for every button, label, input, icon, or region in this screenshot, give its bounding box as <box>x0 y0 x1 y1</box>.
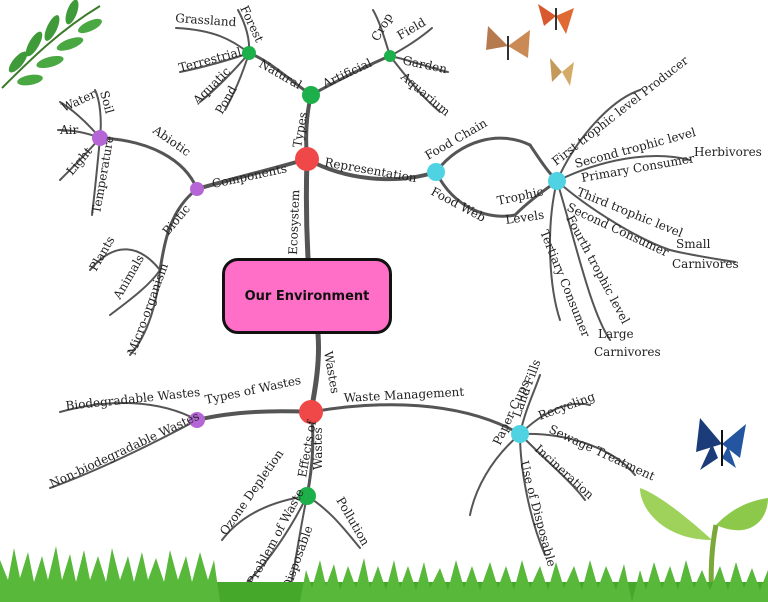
hub-bottom-red <box>299 400 323 424</box>
node-effects-green <box>298 487 316 505</box>
label-grassland: Grassland <box>175 11 237 29</box>
node-trophic-cyan <box>548 172 566 190</box>
label-use-of-disposable: Use of Disposable <box>517 459 559 568</box>
label-representation: Representation <box>323 155 418 185</box>
label-herbivores: Herbivores <box>694 145 762 159</box>
label-large: Large <box>598 327 634 341</box>
label-field: Field <box>395 15 429 43</box>
label-food-chain: Food Chain <box>423 116 490 163</box>
butterfly-tan <box>550 58 574 86</box>
label-artificial: Artificial <box>319 56 374 91</box>
node-foodchain-cyan <box>427 163 445 181</box>
center-node-our-environment: Our Environment <box>222 258 392 334</box>
label-carnivores-large: Carnivores <box>594 345 661 359</box>
label-trophic: Trophic <box>496 184 545 208</box>
butterfly-orange <box>538 4 574 34</box>
label-small: Small <box>676 237 711 251</box>
label-recycling: Recycling <box>536 389 597 423</box>
label-natural: Natural <box>257 56 305 92</box>
node-artificial-green <box>384 50 396 62</box>
node-natural-green <box>242 46 256 60</box>
butterfly-brown-1 <box>486 26 530 60</box>
label-biodegradable: Biodegradable Wastes <box>65 385 201 413</box>
label-types-of-wastes: Types of Wastes <box>204 373 302 407</box>
hub-top-red <box>295 147 319 171</box>
label-food-web: Food Web <box>429 184 489 225</box>
label-ecosystem: Ecosystem <box>286 189 302 255</box>
node-types-green <box>302 86 320 104</box>
label-components: Components <box>211 161 288 191</box>
label-forest: Forest <box>237 3 266 44</box>
label-aquarium: Aquarium <box>397 69 453 119</box>
label-abiotic: Abiotic <box>149 122 193 159</box>
node-components-purple <box>190 182 204 196</box>
nodes <box>92 46 566 505</box>
label-animals: Animals <box>110 252 147 302</box>
grass-decoration <box>0 546 768 602</box>
node-abiotic-purple <box>92 130 108 146</box>
label-air: Air <box>59 123 79 137</box>
label-wastes-top: Wastes <box>321 350 342 394</box>
label-water: Water <box>59 87 98 115</box>
label-soil: Soil <box>97 89 117 115</box>
label-biotic: Biotic <box>160 202 194 238</box>
node-waste-mgmt-cyan <box>511 425 529 443</box>
label-carnivores-small: Carnivores <box>672 257 739 271</box>
butterfly-blue <box>696 418 746 470</box>
label-waste-management: Waste Management <box>343 385 464 405</box>
label-non-biodegradable: Non-biodegradable Wastes <box>47 409 201 491</box>
node-types-wastes-purple <box>189 412 205 428</box>
label-plants: Plants <box>86 234 117 274</box>
label-crop: Crop <box>368 10 395 43</box>
label-wastes-bottom: Wastes <box>311 427 325 470</box>
leaf-decoration <box>1 0 102 89</box>
center-title: Our Environment <box>244 288 370 304</box>
label-levels: Levels <box>504 208 545 227</box>
label-types: Types <box>290 111 310 149</box>
